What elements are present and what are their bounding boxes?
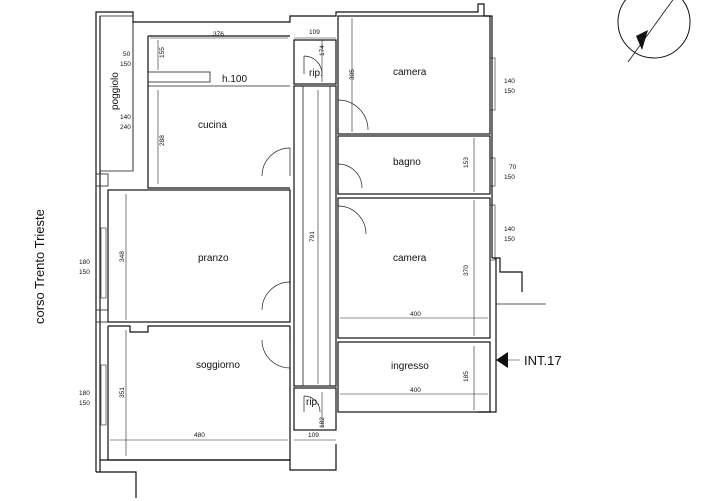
entrance-arrow	[496, 352, 520, 368]
room-camera-top: camera	[393, 67, 427, 78]
interior-walls	[95, 15, 546, 461]
dim-155: 155	[159, 47, 166, 58]
dim-182: 182	[319, 417, 326, 428]
dim-109-bottom: 109	[308, 432, 319, 439]
dim-400-b: 400	[410, 387, 421, 394]
dim-150-f: 150	[79, 400, 90, 407]
dim-109-top: 109	[309, 29, 320, 36]
dim-150-a: 150	[120, 61, 131, 68]
entrance-label: INT.17	[524, 353, 562, 368]
dim-140-a: 140	[504, 78, 515, 85]
dim-180-a: 180	[79, 259, 90, 266]
dim-174: 174	[319, 45, 326, 56]
dim-185: 185	[463, 371, 470, 382]
dimension-lines	[110, 18, 488, 456]
dim-305: 305	[349, 69, 356, 80]
dim-791: 791	[309, 231, 316, 242]
dim-150-e: 150	[79, 269, 90, 276]
dim-150-c: 150	[504, 174, 515, 181]
dim-370: 370	[463, 265, 470, 276]
room-bagno: bagno	[393, 157, 421, 168]
dim-376: 376	[213, 31, 224, 38]
room-rip-bottom: rip.	[306, 397, 320, 408]
dim-348: 348	[119, 251, 126, 262]
room-poggiolo: poggiolo	[110, 72, 121, 110]
dim-140-b: 140	[120, 114, 131, 121]
dim-480: 480	[194, 432, 205, 439]
dim-288: 288	[159, 135, 166, 146]
dim-153: 153	[463, 157, 470, 168]
doors	[261, 55, 369, 413]
room-soggiorno: soggiorno	[196, 360, 240, 371]
dim-140-c: 140	[504, 226, 515, 233]
room-cucina: cucina	[198, 120, 227, 131]
dim-400-a: 400	[410, 311, 421, 318]
dim-70: 70	[509, 164, 517, 171]
dim-50: 50	[123, 51, 131, 58]
room-rip-top: rip.	[309, 68, 323, 79]
dim-240: 240	[120, 124, 131, 131]
street-label: corso Trento Trieste	[32, 209, 47, 324]
room-pranzo: pranzo	[198, 253, 229, 264]
dim-351: 351	[119, 387, 126, 398]
dim-150-b: 150	[504, 88, 515, 95]
room-camera-mid: camera	[393, 253, 427, 264]
dim-150-d: 150	[504, 236, 515, 243]
north-compass-icon	[617, 0, 691, 63]
dim-180-b: 180	[79, 390, 90, 397]
windows	[100, 57, 496, 426]
height-note: h.100	[222, 74, 247, 85]
room-ingresso: ingresso	[391, 361, 429, 372]
